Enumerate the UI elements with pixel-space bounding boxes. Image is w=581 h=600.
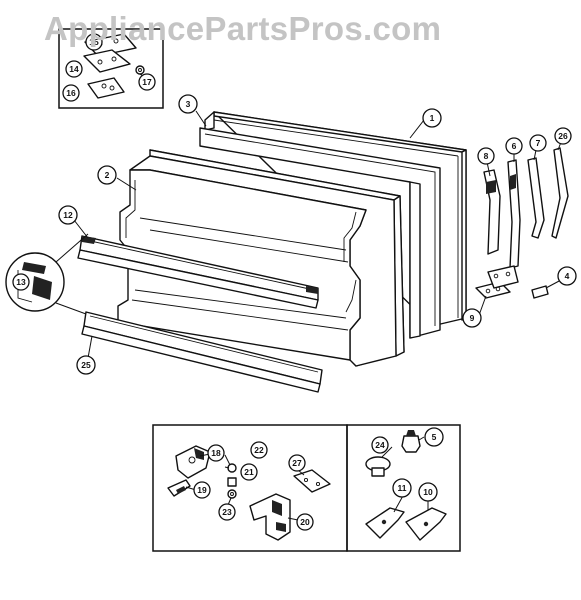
callout-20: 20 <box>296 513 314 531</box>
callout-3: 3 <box>178 94 198 114</box>
svg-text:8: 8 <box>484 151 489 161</box>
svg-text:16: 16 <box>66 88 76 98</box>
callout-7: 7 <box>529 134 547 152</box>
bottom-trim-strip <box>81 311 323 393</box>
plug-5 <box>401 430 421 453</box>
rail-end-cap-detail <box>5 233 89 315</box>
svg-text:6: 6 <box>512 141 517 151</box>
callout-26: 26 <box>554 127 572 145</box>
cover-cap-24 <box>365 456 391 477</box>
callout-17: 17 <box>138 73 156 91</box>
svg-text:5: 5 <box>432 432 437 442</box>
svg-text:24: 24 <box>375 440 385 450</box>
callout-27: 27 <box>288 454 306 472</box>
svg-text:14: 14 <box>69 64 79 74</box>
hinge-plate-16 <box>87 77 125 99</box>
svg-text:13: 13 <box>16 277 26 287</box>
callout-19: 19 <box>193 481 211 499</box>
hinge-bracket-20 <box>249 493 291 541</box>
callout-15: 15 <box>85 33 103 51</box>
bottom-hardware-box <box>152 424 348 552</box>
svg-text:22: 22 <box>254 445 264 455</box>
callout-16: 16 <box>62 84 80 102</box>
plate-27 <box>293 469 331 493</box>
hinge-strip-6 <box>507 159 521 269</box>
callout-2: 2 <box>97 165 117 185</box>
svg-text:1: 1 <box>430 113 435 123</box>
svg-text:17: 17 <box>142 77 152 87</box>
site-watermark: AppliancePartsPros.com <box>44 10 442 47</box>
svg-text:7: 7 <box>536 138 541 148</box>
callout-23: 23 <box>218 503 236 521</box>
hinge-bracket-14 <box>83 49 131 73</box>
inner-door-liner <box>117 149 405 367</box>
svg-text:2: 2 <box>105 170 110 180</box>
callout-6: 6 <box>505 137 523 155</box>
hinge-strip-7 <box>527 157 545 239</box>
svg-text:19: 19 <box>197 485 207 495</box>
hinge-strip-26 <box>551 147 569 239</box>
cam-bracket-18 <box>175 445 211 479</box>
hinge-bracket-9 <box>475 265 519 299</box>
callout-24: 24 <box>371 436 389 454</box>
callout-8: 8 <box>477 147 495 165</box>
callout-1: 1 <box>422 108 442 128</box>
callout-10: 10 <box>418 482 438 502</box>
svg-text:25: 25 <box>81 360 91 370</box>
callout-13: 13 <box>12 273 30 291</box>
svg-text:12: 12 <box>63 210 73 220</box>
svg-text:10: 10 <box>423 487 433 497</box>
cover-11 <box>365 507 405 539</box>
door-stop-strip-8 <box>483 169 501 255</box>
svg-text:20: 20 <box>300 517 310 527</box>
svg-text:23: 23 <box>222 507 232 517</box>
svg-text:9: 9 <box>470 313 475 323</box>
svg-text:18: 18 <box>211 448 221 458</box>
cover-10 <box>405 507 447 541</box>
svg-text:3: 3 <box>186 99 191 109</box>
svg-text:11: 11 <box>398 483 407 493</box>
callout-25: 25 <box>76 355 96 375</box>
door-handle-plug-4 <box>531 285 549 299</box>
svg-text:15: 15 <box>89 37 99 47</box>
svg-text:4: 4 <box>565 271 570 281</box>
hinge-pin-19 <box>167 479 191 497</box>
callout-12: 12 <box>58 205 78 225</box>
svg-text:21: 21 <box>244 467 254 477</box>
callout-11: 11 <box>392 478 412 498</box>
callout-18: 18 <box>207 444 225 462</box>
callout-21: 21 <box>240 463 258 481</box>
cap-parts-box <box>346 424 461 552</box>
callout-9: 9 <box>462 308 482 328</box>
callout-4: 4 <box>557 266 577 286</box>
svg-text:27: 27 <box>292 458 302 468</box>
washer-17 <box>135 65 145 75</box>
bushing-21-22-23 <box>227 463 237 499</box>
door-shelf-rail <box>77 235 319 309</box>
door-gasket-frame <box>199 127 441 339</box>
callout-5: 5 <box>424 427 444 447</box>
callout-22: 22 <box>250 441 268 459</box>
callout-14: 14 <box>65 60 83 78</box>
svg-text:26: 26 <box>558 131 568 141</box>
